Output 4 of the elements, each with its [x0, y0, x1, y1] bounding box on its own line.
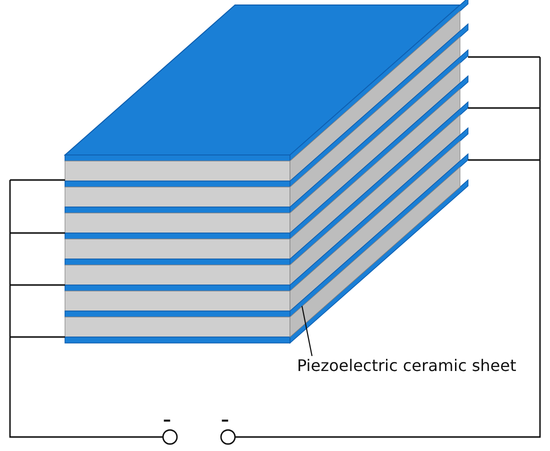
polarity-sign: –	[163, 410, 171, 429]
ceramic-sheet	[290, 166, 460, 338]
polarity-sign: –	[221, 410, 229, 429]
part-label: Piezoelectric ceramic sheet	[297, 356, 516, 375]
